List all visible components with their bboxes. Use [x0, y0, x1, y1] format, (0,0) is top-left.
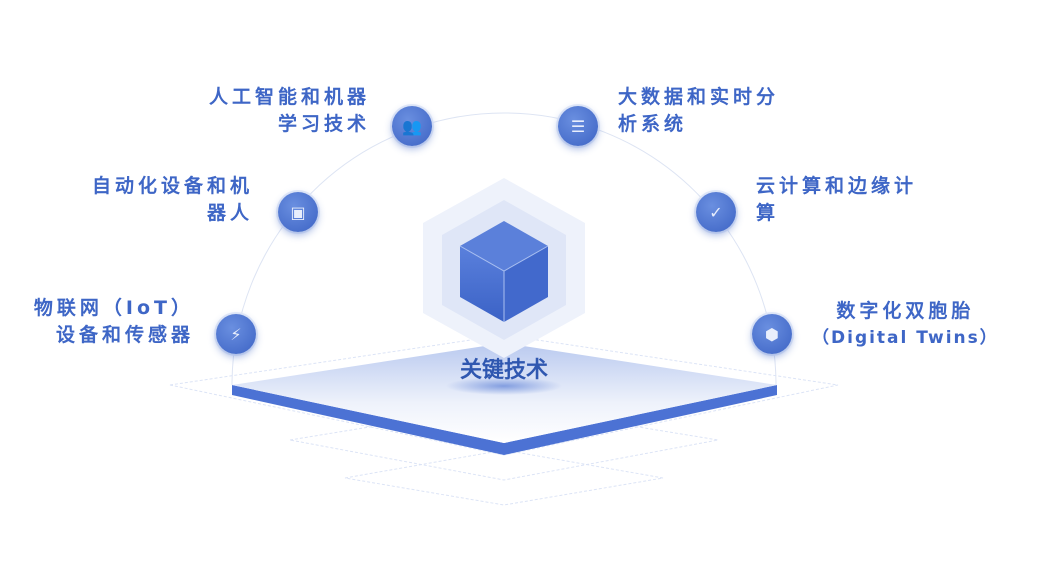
label-line: 析系统	[618, 113, 688, 135]
label-automation: 自动化设备和机器人	[92, 173, 253, 227]
label-line: 器人	[206, 202, 253, 224]
label-line: 云计算和边缘计	[756, 175, 918, 197]
box-icon: ⬢	[752, 314, 792, 354]
label-line: 物联网（IoT）	[33, 297, 194, 319]
label-line: 人工智能和机器	[208, 86, 370, 108]
label-cloud-edge: 云计算和边缘计算	[756, 173, 917, 227]
center-title: 关键技术	[459, 358, 549, 383]
label-digital-twins: 数字化双胞胎 （Digital Twins）	[812, 298, 999, 352]
label-iot: 物联网（IoT） 设备和传感器	[34, 295, 194, 349]
users-icon: 👥	[392, 106, 432, 146]
label-line: 算	[756, 202, 780, 224]
label-line: （Digital Twins）	[812, 328, 999, 348]
label-line: 自动化设备和机	[91, 175, 253, 197]
label-ai-ml: 人工智能和机器学习技术	[209, 84, 370, 138]
label-line: 大数据和实时分	[618, 86, 780, 108]
orbit-arc	[231, 112, 777, 386]
label-line: 数字化双胞胎	[836, 300, 975, 322]
label-line: 设备和传感器	[55, 324, 194, 346]
brain-bolt-icon: ⚡	[216, 314, 256, 354]
label-line: 学习技术	[277, 113, 370, 135]
clipboard-check-icon: ✓	[696, 192, 736, 232]
clipboard-icon: ☰	[558, 106, 598, 146]
robot-icon: ▣	[278, 192, 318, 232]
cube-icon	[459, 221, 549, 322]
label-bigdata: 大数据和实时分析系统	[618, 84, 779, 138]
